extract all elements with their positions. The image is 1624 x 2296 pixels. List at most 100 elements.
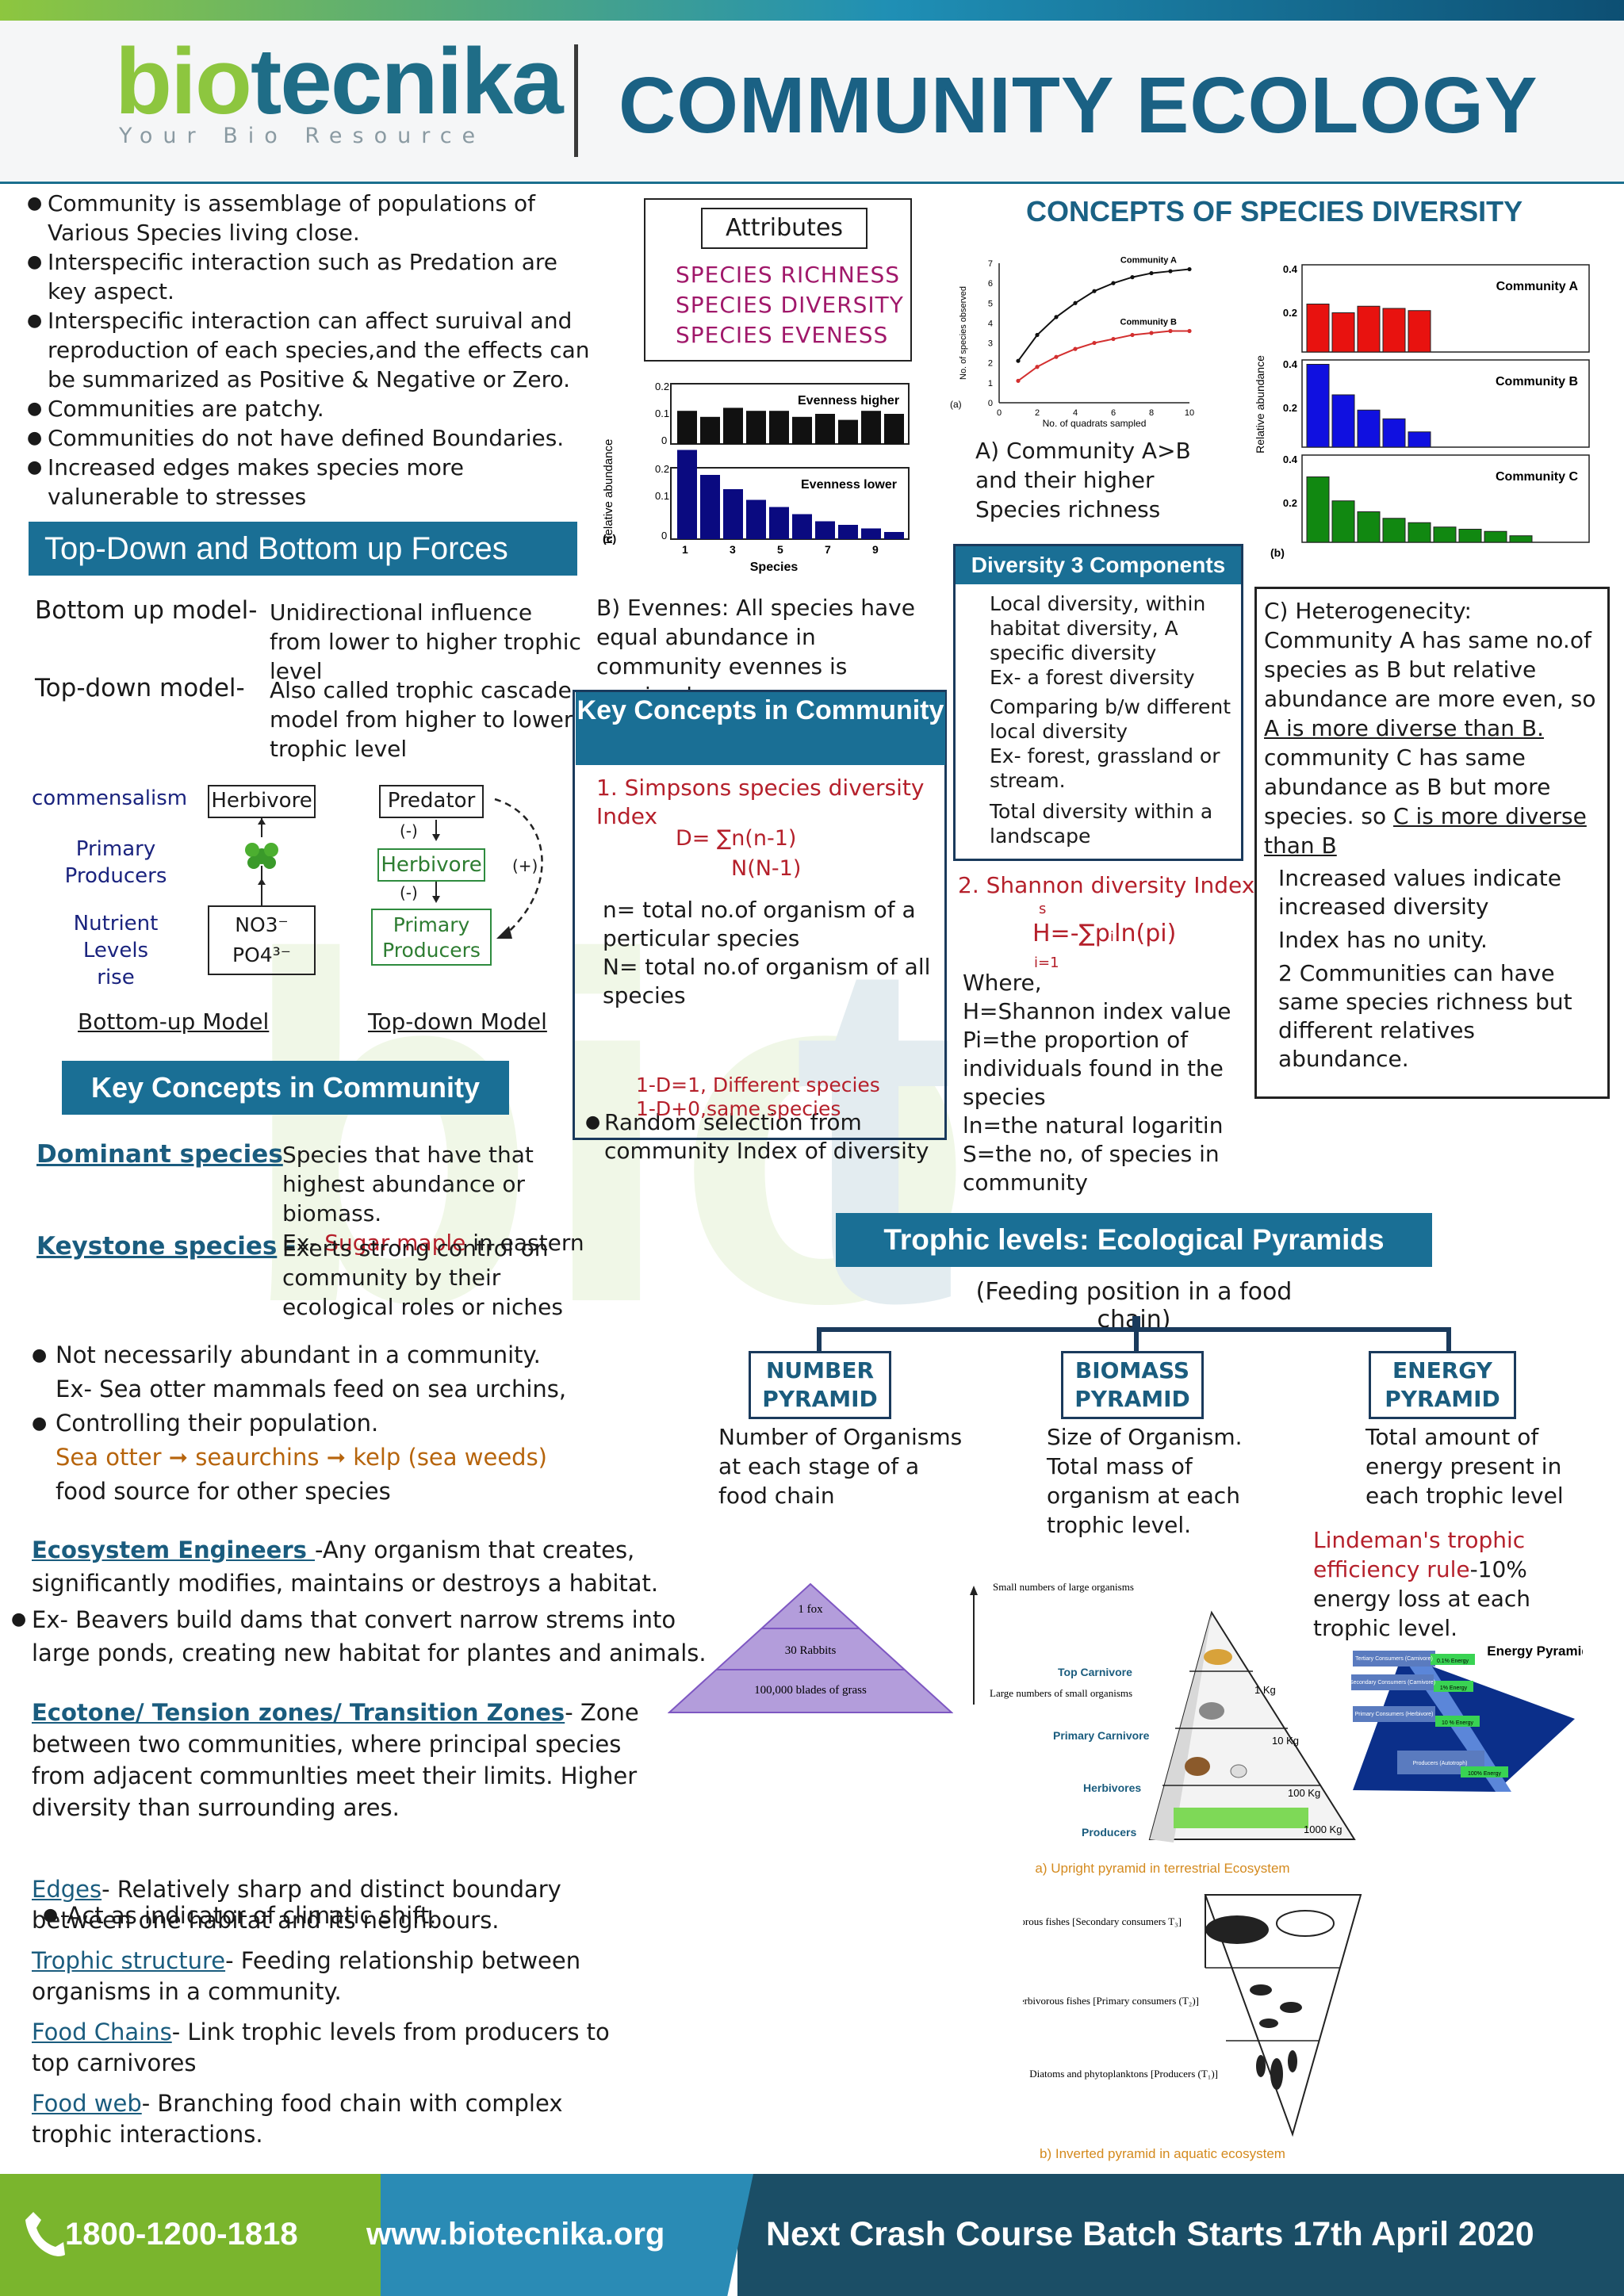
- shannon-def: ln=the natural logaritin: [963, 1112, 1224, 1138]
- x-tick-label: 8: [1149, 408, 1154, 418]
- y-tick-label: 5: [988, 299, 993, 308]
- y-tick-label: 0.2: [1283, 307, 1297, 319]
- heterogeneity-part: C) Heterogenecity: Community A has same …: [1264, 598, 1596, 712]
- aquatic-level-label: Diatoms and phytoplanktons [Producers (T…: [1029, 2068, 1218, 2080]
- top-down-label: Top-down model-: [35, 674, 245, 702]
- footer-website-link[interactable]: www.biotecnika.org: [366, 2217, 665, 2252]
- footer-phone[interactable]: 1800-1200-1818: [65, 2217, 298, 2252]
- data-point: [1035, 365, 1040, 369]
- ecosystem-engineers-label: Ecosystem Engineers: [32, 1536, 315, 1563]
- bar: [1382, 418, 1406, 448]
- predator-box: Predator: [379, 785, 484, 818]
- shannon-sum-top: s: [1039, 901, 1047, 917]
- ecotone-block: Ecotone/ Tension zones/ Transition Zones…: [32, 1697, 658, 1823]
- bar: [677, 411, 697, 444]
- food-source-text: food source for other species: [56, 1478, 391, 1505]
- bar: [1306, 304, 1330, 353]
- example-prefix: Ex-: [282, 1230, 325, 1256]
- attributes-box: [644, 198, 912, 362]
- xtick: 3: [730, 543, 736, 556]
- simpson-n-def: n= total no.of organism of a perticular …: [603, 897, 916, 951]
- nitrate-label: NO3⁻: [235, 913, 289, 936]
- y-tick-label: 7: [988, 259, 993, 269]
- diversity3-list: Local diversity, within habitat diversit…: [990, 591, 1235, 848]
- data-point: [1016, 358, 1021, 363]
- energy-pct: 100% Energy: [1468, 1771, 1502, 1777]
- phone-icon: [25, 2212, 65, 2256]
- ecotone-bullet: Act as indicator of climatic shift.: [43, 1900, 1624, 1931]
- wolf-icon: [1199, 1702, 1224, 1720]
- data-point: [1187, 266, 1192, 272]
- logo-tecnika-text: tecnika: [250, 29, 564, 134]
- energy-pyramid-diagram: Tertiary Consumers (Carnivore) Secondary…: [1350, 1644, 1583, 1792]
- bar: [723, 489, 743, 539]
- x-tick-label: 2: [1035, 408, 1040, 418]
- y-tick-label: 0.2: [1283, 402, 1297, 414]
- logo-tagline: Your Bio Resource: [119, 124, 486, 148]
- ecotone-label: Ecotone/ Tension zones/ Transition Zones: [32, 1699, 565, 1726]
- shannon-def: H=Shannon index value: [963, 998, 1231, 1024]
- dominant-species-definition: Species that have that highest abundance…: [282, 1142, 534, 1226]
- evenness-ylabel: Relative abundance: [603, 439, 615, 545]
- data-point: [1092, 289, 1097, 293]
- series-line: [1017, 330, 1189, 382]
- series-label: Community B: [1120, 317, 1178, 327]
- y-axis-label: Relative abundance: [1254, 355, 1266, 453]
- series-label: Community A: [1120, 256, 1177, 266]
- attribute-item: SPECIES RICHNESS: [676, 262, 901, 288]
- footer-announcement: Next Crash Course Batch Starts 17th Apri…: [766, 2215, 1534, 2253]
- energy-pyramid-title: ENERGY PYRAMID: [1369, 1351, 1516, 1419]
- species-diversity-title: CONCEPTS OF SPECIES DIVERSITY: [1026, 195, 1523, 228]
- trophic-structure-text: - Feeding relationship between organisms…: [32, 1947, 581, 2005]
- plus-sign: (+): [512, 856, 538, 875]
- top-accent-bar: [0, 0, 1624, 21]
- primary-producers-box: Primary Producers: [371, 909, 492, 966]
- panel-tag: (c): [603, 532, 616, 545]
- diversity3-box: [953, 544, 1243, 861]
- page-title: COMMUNITY ECOLOGY: [619, 61, 1538, 150]
- bar: [815, 414, 835, 444]
- simpson-formula-numerator: D= ∑n(n-1): [676, 826, 797, 851]
- ecosystem-engineers-block: Ecosystem Engineers -Any organism that c…: [32, 1533, 698, 1600]
- bar: [1458, 529, 1482, 543]
- grass-level: 100,000 blades of grass: [754, 1684, 867, 1697]
- diversity-note: Increased values indicate increased dive…: [1278, 865, 1561, 920]
- bar: [861, 411, 881, 444]
- heterogeneity-text: C) Heterogenecity: Community A has same …: [1264, 596, 1605, 860]
- biomass-pyramid-text: Size of Organism. Total mass of organism…: [1047, 1424, 1243, 1538]
- ecosystem-engineers-text: -Any organism that creates, significantl…: [32, 1536, 659, 1597]
- deer-icon: [1185, 1757, 1210, 1776]
- lindeman-text: -10% energy loss at each trophic level.: [1313, 1556, 1531, 1641]
- small-large-note: Small numbers of large organisms: [993, 1581, 1134, 1593]
- bar: [1484, 530, 1507, 543]
- evenness-top-panel: [670, 383, 910, 445]
- bar: [884, 532, 904, 539]
- bar: [1357, 409, 1381, 448]
- food-web-text: - Branching food chain with complex trop…: [32, 2090, 563, 2148]
- keystone-species-text: Exerts strong control on community by th…: [282, 1235, 563, 1320]
- diversity-component: Comparing b/w different local diversity: [990, 695, 1231, 743]
- dominant-species-text: Species that have that highest abundance…: [282, 1140, 615, 1257]
- bar: [792, 416, 812, 444]
- header-divider: [574, 44, 578, 157]
- heterogeneity-part: community C has same abundance as B but …: [1264, 744, 1551, 829]
- intro-bullets: Community is assemblage of populations o…: [27, 189, 598, 511]
- intro-bullet: Interspecific interaction can affect sur…: [27, 306, 598, 394]
- data-point: [1111, 336, 1116, 342]
- attribute-item: SPECIES EVENESS: [676, 322, 889, 348]
- diversity-example: Ex- forest, grassland or stream.: [990, 744, 1220, 792]
- xtick: 9: [872, 543, 879, 556]
- number-pyramid-diagram: 1 fox 30 Rabbits 100,000 blades of grass: [668, 1582, 953, 1713]
- producers-label: Producers: [1082, 1826, 1136, 1839]
- inverted-pyramid-diagram: Large carnivorous fishes [Secondary cons…: [1023, 1894, 1362, 2161]
- edges-text: - Relatively sharp and distinct boundary…: [32, 1876, 561, 1934]
- intro-bullet: Increased edges makes species more valun…: [27, 453, 598, 511]
- bar: [723, 408, 743, 444]
- footer-announcement-bg: [737, 2174, 1624, 2296]
- beaver-example: Ex- Beavers build dams that convert narr…: [11, 1603, 709, 1670]
- fish-icon: [1250, 1984, 1272, 1996]
- y-tick-label: 1: [988, 379, 993, 388]
- series-label: Community A: [1496, 280, 1579, 293]
- chart-panel: [1301, 359, 1590, 448]
